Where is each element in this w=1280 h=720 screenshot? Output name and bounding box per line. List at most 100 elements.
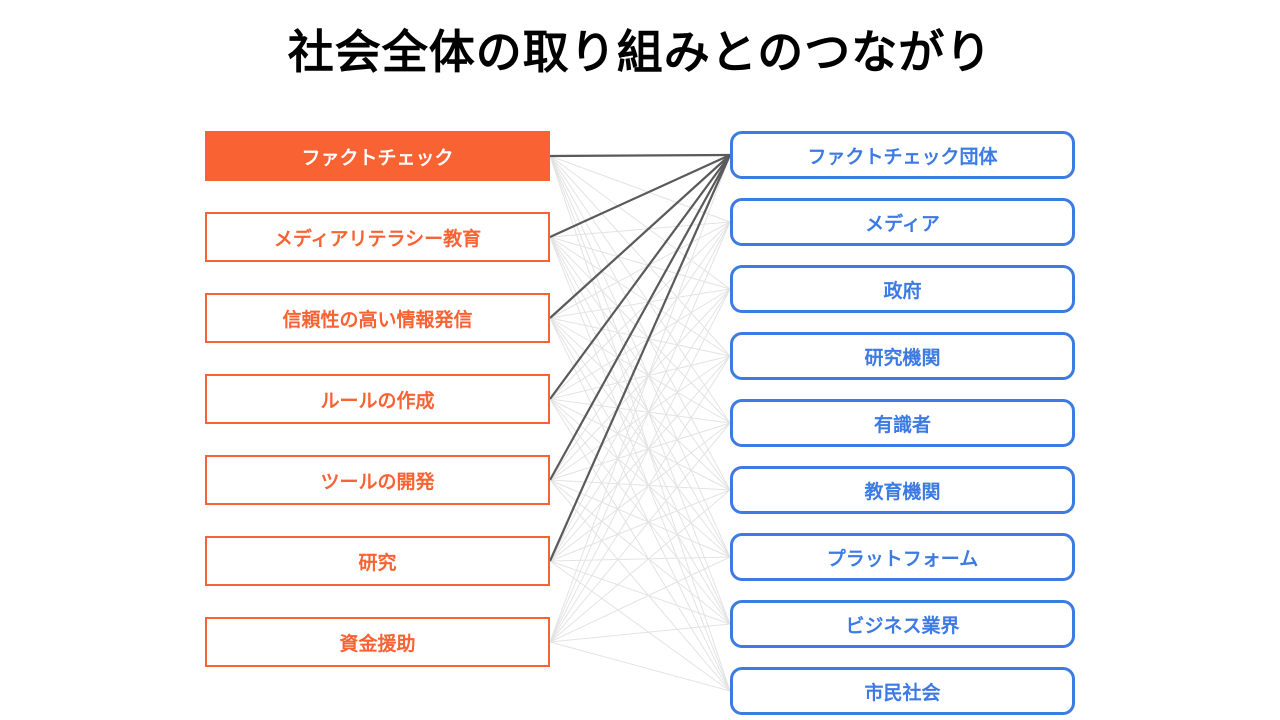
right-node-r8[interactable]: ビジネス業界 bbox=[730, 600, 1075, 648]
right-node-r5[interactable]: 有識者 bbox=[730, 399, 1075, 447]
edge-L4-R8 bbox=[549, 398, 731, 625]
edge-L2-R5 bbox=[549, 236, 731, 424]
right-node-r1[interactable]: ファクトチェック団体 bbox=[730, 131, 1075, 179]
edge-L7-R2 bbox=[549, 221, 731, 643]
page-title: 社会全体の取り組みとのつながり bbox=[287, 26, 993, 78]
left-node-label: 信頼性の高い情報発信 bbox=[282, 309, 473, 331]
left-node-label: ルールの作成 bbox=[320, 390, 435, 412]
edge-L5-R6 bbox=[549, 479, 731, 491]
right-node-r7[interactable]: プラットフォーム bbox=[730, 533, 1075, 581]
right-node-label: 有識者 bbox=[873, 414, 931, 436]
right-node-label: 政府 bbox=[883, 280, 922, 302]
left-node-label: ツールの開発 bbox=[320, 471, 435, 493]
edge-L6-R6 bbox=[549, 489, 731, 562]
right-node-label: 教育機関 bbox=[864, 481, 941, 503]
edge-L4-R1 bbox=[549, 154, 731, 400]
edge-L4-R7 bbox=[549, 398, 731, 558]
edge-L4-R3 bbox=[549, 288, 731, 400]
right-node-label: 研究機関 bbox=[864, 347, 941, 369]
edge-L7-R8 bbox=[549, 623, 731, 643]
edge-L4-R5 bbox=[549, 398, 731, 424]
edge-L7-R6 bbox=[549, 489, 731, 643]
edge-L7-R9 bbox=[549, 641, 731, 692]
edge-L1-R4 bbox=[549, 155, 731, 357]
edge-L2-R2 bbox=[549, 221, 731, 238]
right-node-label: ビジネス業界 bbox=[845, 615, 960, 637]
edge-L3-R4 bbox=[549, 317, 731, 357]
edge-L5-R9 bbox=[549, 479, 731, 692]
left-node-l3[interactable]: 信頼性の高い情報発信 bbox=[205, 293, 550, 343]
edge-L5-R5 bbox=[549, 422, 731, 481]
edge-L1-R6 bbox=[549, 155, 731, 491]
edge-L2-R1 bbox=[549, 154, 731, 238]
edge-L2-R6 bbox=[549, 236, 731, 491]
left-node-l2[interactable]: メディアリテラシー教育 bbox=[205, 212, 550, 262]
right-node-r6[interactable]: 教育機関 bbox=[730, 466, 1075, 514]
left-node-label: ファクトチェック bbox=[301, 147, 454, 169]
edge-L2-R4 bbox=[549, 236, 731, 357]
edge-L5-R7 bbox=[549, 479, 731, 558]
right-node-r3[interactable]: 政府 bbox=[730, 265, 1075, 313]
edge-L3-R2 bbox=[549, 221, 731, 319]
edge-L2-R9 bbox=[549, 236, 731, 692]
edge-highlight-L5-R1 bbox=[549, 154, 731, 481]
right-node-label: プラットフォーム bbox=[826, 548, 979, 570]
edge-L1-R3 bbox=[549, 155, 731, 290]
edge-L3-R3 bbox=[549, 288, 731, 319]
edge-L1-R9 bbox=[549, 155, 731, 692]
edge-L6-R5 bbox=[549, 422, 731, 562]
edge-L7-R1 bbox=[549, 154, 731, 643]
edge-L3-R5 bbox=[549, 317, 731, 424]
edge-L7-R4 bbox=[549, 355, 731, 643]
left-node-l4[interactable]: ルールの作成 bbox=[205, 374, 550, 424]
edge-L2-R3 bbox=[549, 236, 731, 290]
edge-L6-R8 bbox=[549, 560, 731, 625]
edge-highlight-L1-R1 bbox=[549, 153, 731, 158]
edge-L3-R8 bbox=[549, 317, 731, 625]
edge-L5-R4 bbox=[549, 355, 731, 481]
edge-L6-R4 bbox=[549, 355, 731, 562]
right-node-r2[interactable]: メディア bbox=[730, 198, 1075, 246]
left-node-l7[interactable]: 資金援助 bbox=[205, 617, 550, 667]
edge-L7-R7 bbox=[549, 556, 731, 643]
edge-highlight-L3-R1 bbox=[549, 154, 731, 319]
edge-L3-R7 bbox=[549, 317, 731, 558]
edge-L4-R6 bbox=[549, 398, 731, 491]
edge-highlight-L2-R1 bbox=[549, 153, 731, 239]
right-node-label: 市民社会 bbox=[864, 682, 941, 704]
right-node-label: メディア bbox=[865, 213, 940, 235]
right-node-r9[interactable]: 市民社会 bbox=[730, 667, 1075, 715]
edge-L5-R1 bbox=[549, 154, 731, 481]
edge-L7-R5 bbox=[549, 422, 731, 643]
edge-L3-R9 bbox=[549, 317, 731, 692]
edge-group-light bbox=[549, 154, 731, 692]
left-node-label: 資金援助 bbox=[339, 633, 416, 655]
edge-L3-R1 bbox=[549, 154, 731, 319]
right-node-r4[interactable]: 研究機関 bbox=[730, 332, 1075, 380]
edge-L4-R2 bbox=[549, 221, 731, 400]
left-node-label: 研究 bbox=[358, 552, 397, 574]
left-node-label: メディアリテラシー教育 bbox=[273, 228, 482, 250]
left-node-l1[interactable]: ファクトチェック bbox=[205, 131, 550, 181]
edge-highlight-L4-R1 bbox=[549, 154, 731, 400]
edge-L2-R7 bbox=[549, 236, 731, 558]
edge-L4-R4 bbox=[549, 355, 731, 400]
edge-L1-R2 bbox=[549, 155, 731, 223]
edge-L1-R8 bbox=[549, 155, 731, 625]
edge-L2-R8 bbox=[549, 236, 731, 625]
edge-L1-R1 bbox=[549, 154, 731, 157]
edge-L5-R2 bbox=[549, 221, 731, 481]
edge-L6-R7 bbox=[549, 556, 731, 562]
edge-L5-R8 bbox=[549, 479, 731, 625]
edge-L4-R9 bbox=[549, 398, 731, 692]
edge-L1-R5 bbox=[549, 155, 731, 424]
edge-L1-R7 bbox=[549, 155, 731, 558]
edge-highlight-L6-R1 bbox=[548, 154, 732, 562]
edge-L6-R3 bbox=[549, 288, 731, 562]
edge-L6-R1 bbox=[549, 154, 731, 562]
edge-L6-R9 bbox=[549, 560, 731, 692]
left-node-l6[interactable]: 研究 bbox=[205, 536, 550, 586]
left-node-l5[interactable]: ツールの開発 bbox=[205, 455, 550, 505]
